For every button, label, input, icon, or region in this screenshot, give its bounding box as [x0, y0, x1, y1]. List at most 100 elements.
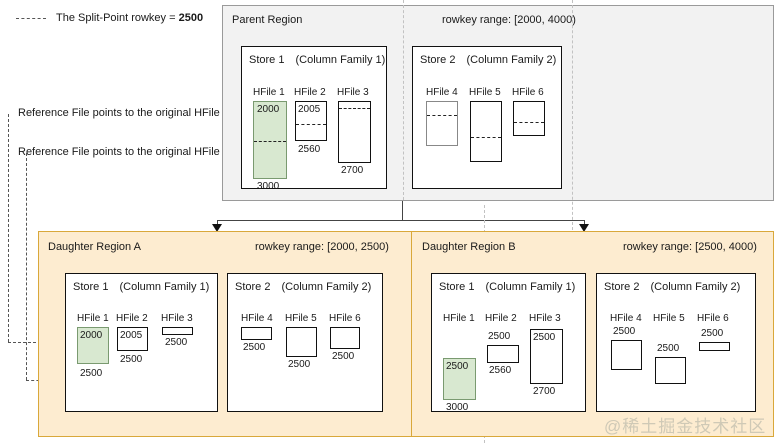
- daughter-a-store-1: Store 1 (Column Family 1) HFile 1 2000 2…: [65, 273, 218, 412]
- daughter-a-store-2-hfile-5-label: HFile 5: [285, 313, 317, 324]
- parent-store-2-hfile-4-label: HFile 4: [426, 87, 458, 98]
- parent-region-rowkey-range: rowkey range: [2000, 4000): [442, 14, 576, 26]
- split-fork-bar: [217, 220, 585, 221]
- daughter-a-store-2-hfile-4-box: [241, 327, 272, 340]
- parent-store-2-hfile-6-box: [513, 101, 545, 136]
- daughter-a-title: Daughter Region A: [48, 241, 141, 253]
- daughter-a-store-2-hfile-5-bottom-value: 2500: [288, 359, 311, 370]
- reference-note-2: Reference File points to the original HF…: [18, 146, 220, 158]
- daughter-a-store-1-hfile-1-bottom-value: 2500: [80, 368, 103, 379]
- parent-store-2-hfile-5-splitline: [471, 137, 501, 138]
- parent-store-1-hfile-2-splitline: [296, 124, 326, 125]
- split-fork-left-arrow: [212, 224, 222, 232]
- daughter-b-store-1: Store 1 (Column Family 1) HFile 1 2500 3…: [431, 273, 586, 413]
- parent-store-1: Store 1 (Column Family 1) HFile 1 2000 3…: [241, 46, 387, 192]
- daughter-b-store-2: Store 2 (Column Family 2) HFile 4 2500 H…: [596, 273, 756, 412]
- parent-store-1-hfile-2-bottom-value: 2560: [298, 144, 321, 155]
- daughter-a-store-1-hfile-2-label: HFile 2: [116, 313, 148, 324]
- daughter-a-store-2-hfile-6-label: HFile 6: [329, 313, 361, 324]
- split-point-label: The Split-Point rowkey = 2500: [56, 13, 203, 24]
- split-point-value: 2500: [178, 12, 204, 24]
- parent-store-1-hfile-1-top-value: 2000: [257, 104, 280, 115]
- daughter-b-store-1-hfile-3-label: HFile 3: [529, 313, 561, 324]
- daughter-b-store-1-hfile-2-label: HFile 2: [485, 313, 517, 324]
- parent-store-2: Store 2 (Column Family 2) HFile 4 HFile …: [412, 46, 562, 189]
- daughter-a-store-2-hfile-5-box: [286, 327, 317, 357]
- reference-route-1-vertical: [8, 114, 9, 342]
- daughter-b-store-2-hfile-4-box: [611, 340, 642, 370]
- split-fork-right-arrow: [579, 224, 589, 232]
- parent-store-1-hfile-1-bottom-value: 3000: [257, 181, 280, 192]
- daughter-b-store-1-hfile-2-box: [487, 345, 519, 363]
- daughter-b-store-1-hfile-1-box: [443, 358, 476, 400]
- daughter-b-store-1-title: Store 1 (Column Family 1): [439, 281, 576, 293]
- parent-store-1-hfile-1-splitline: [254, 141, 286, 142]
- daughter-b-store-1-hfile-1-top-value: 2500: [446, 361, 469, 372]
- daughter-b-store-1-hfile-3-box: [530, 329, 563, 384]
- daughter-region-b: Daughter Region B rowkey range: [2500, 4…: [411, 231, 774, 437]
- daughter-a-store-1-title: Store 1 (Column Family 1): [73, 281, 210, 293]
- daughter-a-store-2-hfile-6-bottom-value: 2500: [332, 351, 355, 362]
- daughter-b-store-2-hfile-6-top-value: 2500: [701, 328, 724, 339]
- parent-store-2-hfile-4-splitline: [427, 115, 457, 116]
- daughter-a-store-1-hfile-1-top-value: 2000: [80, 330, 103, 341]
- daughter-a-store-1-hfile-2-top-value: 2005: [120, 330, 143, 341]
- daughter-b-title: Daughter Region B: [422, 241, 516, 253]
- daughter-b-rowkey-range: rowkey range: [2500, 4000): [623, 241, 757, 253]
- parent-store-1-hfile-3-box: [338, 101, 371, 163]
- parent-store-2-title: Store 2 (Column Family 2): [420, 54, 557, 66]
- parent-store-1-title: Store 1 (Column Family 1): [249, 54, 386, 66]
- daughter-b-store-2-hfile-6-label: HFile 6: [697, 313, 729, 324]
- daughter-b-store-1-hfile-3-bottom-value: 2700: [533, 386, 556, 397]
- daughter-a-store-2-hfile-4-label: HFile 4: [241, 313, 273, 324]
- parent-store-1-hfile-2-box: [295, 101, 327, 141]
- parent-store-2-hfile-6-label: HFile 6: [512, 87, 544, 98]
- daughter-a-store-2-title: Store 2 (Column Family 2): [235, 281, 372, 293]
- reference-route-2-vertical: [26, 153, 27, 380]
- daughter-a-store-1-hfile-2-bottom-value: 2500: [120, 354, 143, 365]
- daughter-a-rowkey-range: rowkey range: [2000, 2500): [255, 241, 389, 253]
- parent-store-2-hfile-4-box: [426, 101, 458, 146]
- daughter-b-store-2-hfile-6-box: [699, 342, 730, 351]
- parent-region-title: Parent Region: [232, 14, 303, 26]
- daughter-a-store-2: Store 2 (Column Family 2) HFile 4 2500 H…: [227, 273, 383, 412]
- daughter-a-store-2-hfile-6-box: [330, 327, 360, 349]
- daughter-b-store-2-hfile-4-top-value: 2500: [613, 326, 636, 337]
- reference-note-1: Reference File points to the original HF…: [18, 107, 220, 119]
- parent-store-1-hfile-3-splitline: [339, 108, 370, 109]
- split-guide-line-left: [403, 0, 404, 200]
- split-fork-stem: [402, 201, 403, 220]
- parent-store-1-hfile-3-label: HFile 3: [337, 87, 369, 98]
- parent-store-2-hfile-5-box: [470, 101, 502, 162]
- daughter-a-store-1-hfile-3-label: HFile 3: [161, 313, 193, 324]
- daughter-b-store-1-hfile-2-top-value: 2500: [488, 331, 511, 342]
- daughter-b-store-1-hfile-2-bottom-value: 2560: [489, 365, 512, 376]
- daughter-b-store-1-hfile-1-bottom-value: 3000: [446, 402, 469, 413]
- watermark: @稀土掘金技术社区: [604, 417, 767, 436]
- parent-store-2-hfile-6-splitline: [514, 122, 544, 123]
- daughter-b-store-2-hfile-5-top-value: 2500: [657, 343, 680, 354]
- daughter-b-store-1-hfile-1-label: HFile 1: [443, 313, 475, 324]
- daughter-b-store-2-hfile-5-box: [655, 357, 686, 384]
- parent-region: Parent Region rowkey range: [2000, 4000)…: [222, 5, 774, 201]
- daughter-region-a: Daughter Region A rowkey range: [2000, 2…: [38, 231, 413, 437]
- parent-store-1-hfile-1-label: HFile 1: [253, 87, 285, 98]
- daughter-a-store-2-hfile-4-bottom-value: 2500: [243, 342, 266, 353]
- daughter-a-store-1-hfile-1-label: HFile 1: [77, 313, 109, 324]
- split-guide-line-right: [572, 0, 573, 230]
- parent-store-1-hfile-1-box: [253, 101, 287, 179]
- daughter-a-store-1-hfile-1-box: [77, 327, 109, 364]
- daughter-b-store-2-hfile-5-label: HFile 5: [653, 313, 685, 324]
- parent-store-2-hfile-5-label: HFile 5: [469, 87, 501, 98]
- daughter-a-store-1-hfile-2-box: [117, 327, 148, 351]
- parent-store-1-hfile-3-bottom-value: 2700: [341, 165, 364, 176]
- daughter-a-store-1-hfile-3-box: [162, 327, 193, 335]
- daughter-b-store-2-title: Store 2 (Column Family 2): [604, 281, 741, 293]
- daughter-b-store-2-hfile-4-label: HFile 4: [610, 313, 642, 324]
- daughter-a-store-1-hfile-3-bottom-value: 2500: [165, 337, 188, 348]
- parent-store-1-hfile-2-top-value: 2005: [298, 104, 321, 115]
- split-point-leader-line: [16, 18, 46, 19]
- daughter-b-store-1-hfile-3-top-value: 2500: [533, 332, 556, 343]
- parent-store-1-hfile-2-label: HFile 2: [294, 87, 326, 98]
